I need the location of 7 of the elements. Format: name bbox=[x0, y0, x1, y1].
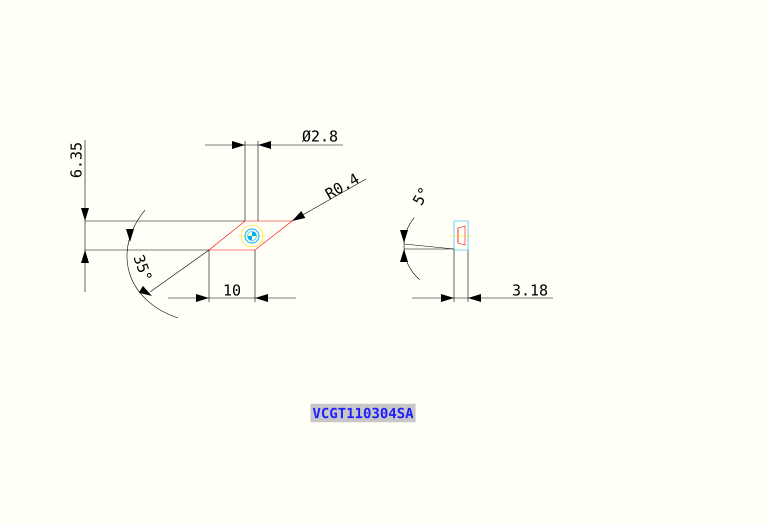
dimension-label: 35° bbox=[134, 254, 152, 278]
dimension-label: 5° bbox=[412, 188, 424, 206]
dimension-label: 6.35 bbox=[70, 143, 82, 178]
model-code-box: VCGT110304SA bbox=[310, 404, 416, 422]
dimension-label: Ø2.8 bbox=[302, 130, 338, 142]
dimension-label: 10 bbox=[224, 284, 240, 296]
dimension-label: 3.18 bbox=[512, 284, 548, 296]
